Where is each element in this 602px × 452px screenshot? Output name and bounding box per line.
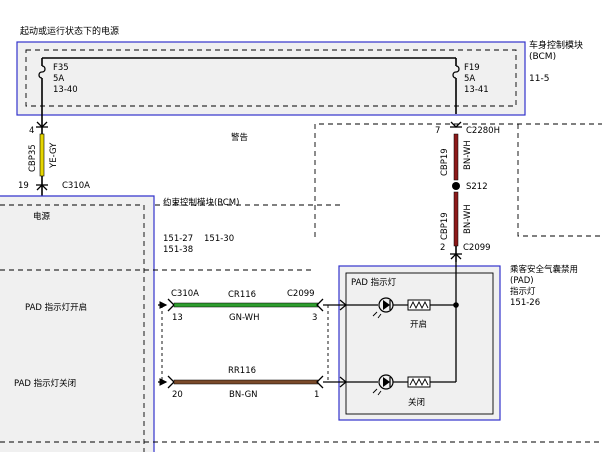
rcm-ref-2: 151-30 (204, 234, 234, 244)
resistor-on-icon (393, 299, 456, 311)
wire-cbp35 (39, 133, 45, 177)
right-circuit-lower: CBP19 (440, 212, 450, 240)
left-color-code: YE-GY (49, 142, 59, 169)
wire-on-circuit: CR116 (228, 290, 256, 300)
wire-cbp19-lower (453, 191, 459, 247)
wire-on-left-connector: C310A (171, 289, 199, 299)
rcm-inner-dashed (0, 204, 145, 452)
pad-desc-3: 指示灯 (510, 286, 536, 297)
bcm-name: 车身控制模块 (529, 39, 583, 51)
pad-lamp-inner (345, 272, 494, 415)
wire-on-color: GN-WH (229, 313, 259, 323)
right-circuit-upper: CBP19 (440, 148, 450, 176)
right-connector-top-icon (450, 121, 462, 128)
power-title: 起动或运行状态下的电源 (20, 25, 119, 37)
fuse-right-rating: 5A (464, 74, 475, 84)
fuse-right-ref: 13-41 (464, 85, 489, 95)
rcm-ref-1: 151-27 (163, 234, 193, 244)
right-pin-top: 7 (435, 126, 440, 136)
right-color-upper: BN-WH (463, 140, 473, 170)
pad-desc-2: (PAD) (510, 276, 534, 286)
wire-cr116 (173, 302, 319, 308)
wire-off-right-connector-icon (316, 375, 324, 389)
pad-lamp-module-box (338, 265, 501, 421)
fuse-left-id: F35 (53, 63, 69, 73)
bcm-abbr: (BCM) (529, 52, 556, 62)
wire-off-color: BN-GN (229, 390, 258, 400)
fuse-right-id: F19 (464, 63, 480, 73)
rcm-pad-off: PAD 指示灯关闭 (14, 378, 76, 389)
wire-on-right-pin: 3 (312, 313, 317, 323)
rcm-pad-on: PAD 指示灯开启 (25, 302, 87, 313)
right-connector-bottom-icon (450, 253, 462, 260)
fuse-f19-icon (452, 58, 460, 114)
pad-desc-4: 151-26 (510, 298, 540, 308)
pad-on-label: 开启 (410, 319, 427, 330)
rcm-dashed-lines (0, 269, 602, 443)
left-connector-bottom-icon (36, 184, 48, 191)
wire-on-right-connector-icon (316, 298, 324, 312)
bcm-page-ref: 11-5 (529, 74, 549, 84)
warning-dashed-box (314, 123, 602, 237)
bcm-inner-dashed (25, 49, 517, 107)
resistor-off-icon (393, 376, 456, 388)
bcm-module-box (16, 41, 526, 116)
right-connector-top: C2280H (466, 126, 500, 136)
wire-off-left-pin: 20 (172, 390, 183, 400)
left-connector-id: C310A (62, 181, 90, 191)
wire-on-left-connector-icon (167, 298, 175, 312)
right-color-lower: BN-WH (463, 204, 473, 234)
rcm-ref-3: 151-38 (163, 245, 193, 255)
right-connector-bottom: C2099 (463, 243, 491, 253)
wire-rr116 (173, 379, 319, 385)
warning-label: 警告 (231, 132, 248, 143)
pad-desc-1: 乘客安全气囊禁用 (510, 264, 578, 275)
warning-dashed-right (517, 124, 602, 237)
left-pin-top: 4 (29, 126, 34, 136)
rcm-name: 约束控制模块(RCM) (163, 197, 239, 208)
fuse-left-ref: 13-40 (53, 85, 78, 95)
wire-off-circuit: RR116 (228, 366, 256, 376)
wire-off-left-connector-icon (167, 375, 175, 389)
wire-on-right-connector: C2099 (287, 289, 315, 299)
left-pin-bottom: 19 (18, 181, 29, 191)
fuse-left-rating: 5A (53, 74, 64, 84)
splice-s212-icon (452, 182, 460, 190)
pad-lamp-title: PAD 指示灯 (351, 277, 397, 288)
splice-label: S212 (466, 182, 488, 192)
pad-off-label: 关闭 (408, 397, 425, 408)
wire-off-right-pin: 1 (314, 390, 319, 400)
rcm-power-label: 电源 (33, 211, 51, 222)
right-pin-bottom: 2 (440, 243, 445, 253)
wire-on-left-pin: 13 (172, 313, 183, 323)
fuse-f35-icon (38, 58, 46, 114)
left-circuit-id: CBP35 (28, 144, 38, 172)
wire-cbp19-upper (453, 133, 459, 181)
